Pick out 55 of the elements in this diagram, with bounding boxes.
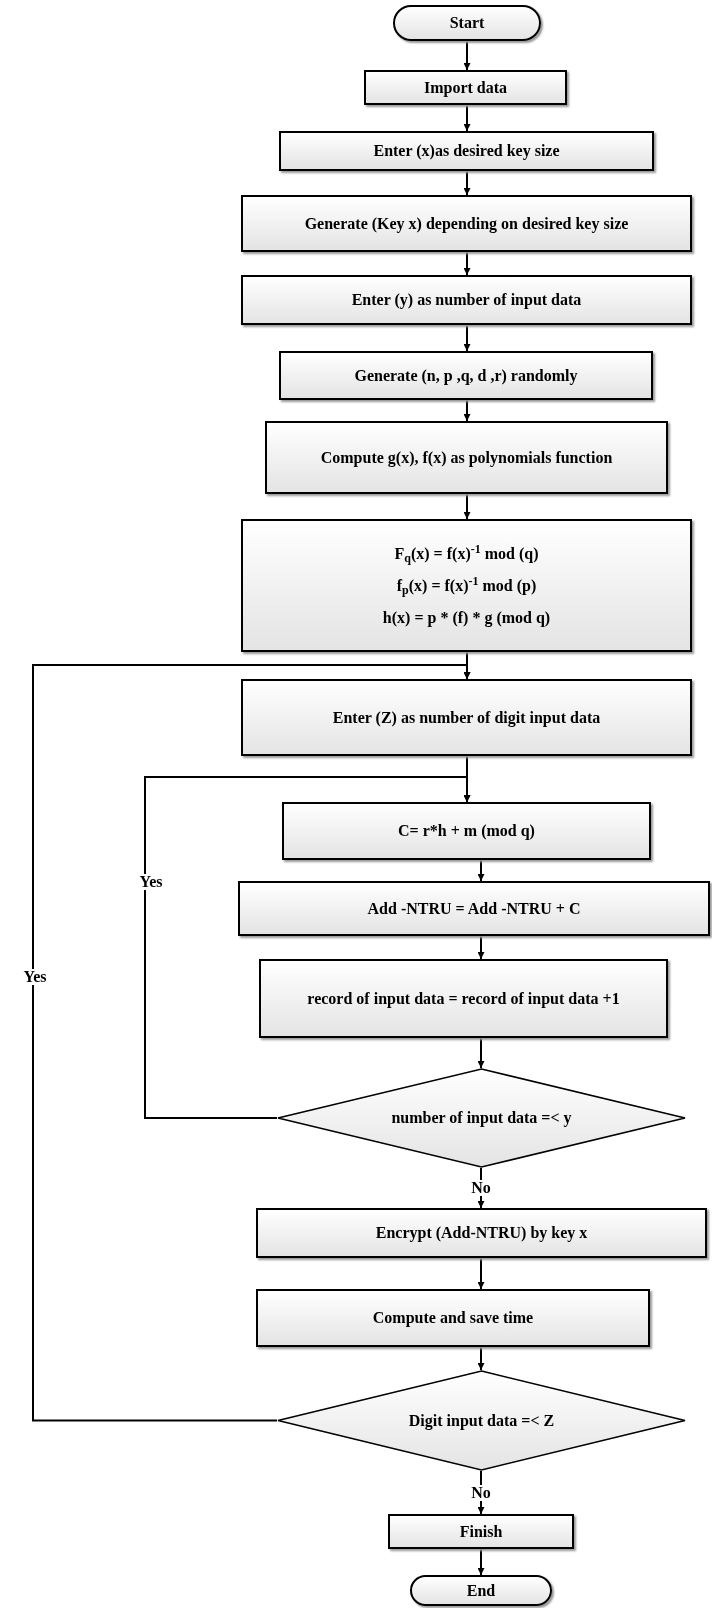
process-box: [279, 351, 653, 400]
arrow: [463, 104, 471, 132]
arrow: [463, 399, 471, 422]
node-text: Add -NTRU = Add -NTRU + C: [367, 898, 581, 919]
node-text: F$_{q}$(x) = f(x)$^{-1}$ mod (q): [394, 543, 539, 564]
process-box: [364, 70, 567, 105]
process-box: [282, 802, 651, 860]
edge-label: No: [469, 1180, 493, 1196]
node-text: Generate (n, p ,q, d ,r) randomly: [354, 365, 578, 386]
node-text: Compute and save time: [372, 1308, 534, 1328]
arrow: [477, 1037, 485, 1069]
arrow: [463, 40, 471, 71]
process-box: [256, 1289, 650, 1347]
decision-diamond: [277, 1068, 686, 1168]
process-box: [265, 421, 668, 494]
arrow: [477, 935, 485, 960]
process-box: [256, 1208, 707, 1258]
node-text: Import data: [423, 77, 508, 98]
process-box: [388, 1514, 574, 1549]
arrow: [463, 324, 471, 352]
node-text: C= r*h + m (mod q): [398, 821, 535, 841]
arrow: [477, 1257, 485, 1290]
node-text: Start: [449, 13, 485, 33]
arrow: [477, 859, 485, 882]
arrow: [32, 664, 471, 1422]
node-text: Enter (x)as desired key size: [373, 141, 560, 161]
node-text: Digit input data =< Z: [408, 1410, 555, 1431]
node-text: Compute g(x), f(x) as polynomials function: [320, 447, 613, 468]
edge-label: Yes: [21, 969, 49, 985]
arrow: [477, 1548, 485, 1576]
arrow: [477, 1346, 485, 1371]
process-box: [241, 275, 692, 325]
node-text: number of input data =< y: [391, 1108, 572, 1128]
node-text: End: [466, 1580, 496, 1601]
node-text: Encrypt (Add-NTRU) by key x: [375, 1223, 588, 1243]
arrow: [463, 251, 471, 276]
node-text: Enter (Z) as number of digit input data: [332, 707, 601, 728]
process-box: [241, 679, 692, 756]
arrow: [144, 776, 471, 1119]
process-box: [238, 881, 710, 936]
node-text: h(x) = p * (f) * g (mod q): [382, 607, 551, 628]
node-text: f$_{p}$(x) = f(x)$^{-1}$ mod (p): [396, 575, 537, 596]
process-box: [241, 519, 692, 652]
decision-diamond: [277, 1370, 686, 1471]
process-box: [279, 131, 654, 171]
process-box: [241, 195, 692, 252]
arrow: [463, 493, 471, 520]
node-text: Finish: [459, 1521, 503, 1542]
edge-label: Yes: [137, 874, 165, 890]
process-box: [259, 959, 668, 1038]
edge-label: No: [469, 1485, 493, 1501]
node-text: Enter (y) as number of input data: [351, 290, 582, 310]
node-text: record of input data = record of input data +1: [307, 988, 620, 1009]
node-text: Generate (Key x) depending on desired key size: [304, 213, 629, 234]
arrow: [463, 170, 471, 196]
